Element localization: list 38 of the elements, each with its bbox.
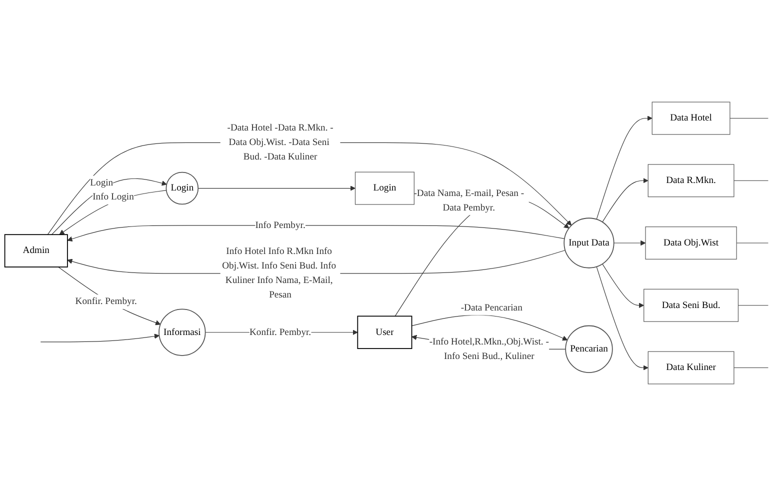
node-circle: Input Data: [564, 218, 614, 268]
node-box: Login: [354, 172, 414, 205]
arrow: [51, 178, 167, 235]
edge-label: Konfir. Pembyr.: [249, 326, 312, 338]
connector: [734, 367, 768, 368]
node-box: Data Seni Bud.: [644, 288, 739, 322]
node-box: Data Kuliner: [648, 351, 734, 384]
edge-label: -Data Pencarian: [460, 302, 522, 313]
arrow: [596, 266, 648, 370]
node-box: Data Hotel: [652, 102, 730, 135]
arrow: [67, 225, 565, 242]
edge-label: Info Hotel Info R.Mkn Info Obj.Wist. Info Seni Bud. Info Kuliner Info Nama, E-Mail, Pesan: [222, 246, 336, 300]
node-circle: Login: [166, 172, 199, 205]
arrow: [198, 186, 356, 191]
node-box: Data Obj.Wist: [645, 226, 737, 260]
edge-label: Info Login: [92, 192, 134, 202]
arrow: [602, 178, 648, 222]
arrow: [47, 142, 572, 235]
connector: [730, 118, 768, 119]
arrow: [58, 266, 161, 326]
node-circle: Informasi: [158, 308, 206, 356]
node-box: Data R.Mkn.: [648, 164, 734, 198]
arrow: [602, 264, 644, 308]
connector: [734, 180, 768, 181]
edge-label: -Info Hotel,R.Mkn.,Obj.Wist. -Info Seni Bud., Kuliner: [429, 336, 549, 362]
connector: [738, 305, 768, 306]
edge-label: Info Pembyr.: [255, 220, 306, 230]
node-circle: Pencarian: [565, 325, 613, 374]
arrow: [596, 116, 652, 220]
arrow: [614, 240, 646, 246]
arrow: [40, 334, 160, 342]
node-box: User: [357, 316, 412, 349]
edge-label: Konfir. Pembyr.: [75, 296, 137, 307]
arrow: [59, 190, 167, 235]
edge-label: -Data Hotel -Data R.Mkn. -Data Obj.Wist. -Data Seni Bud. -Data Kuliner: [227, 122, 334, 162]
node-box: Admin: [4, 234, 68, 268]
edge-label: Login: [90, 178, 114, 188]
connector: [736, 242, 768, 244]
